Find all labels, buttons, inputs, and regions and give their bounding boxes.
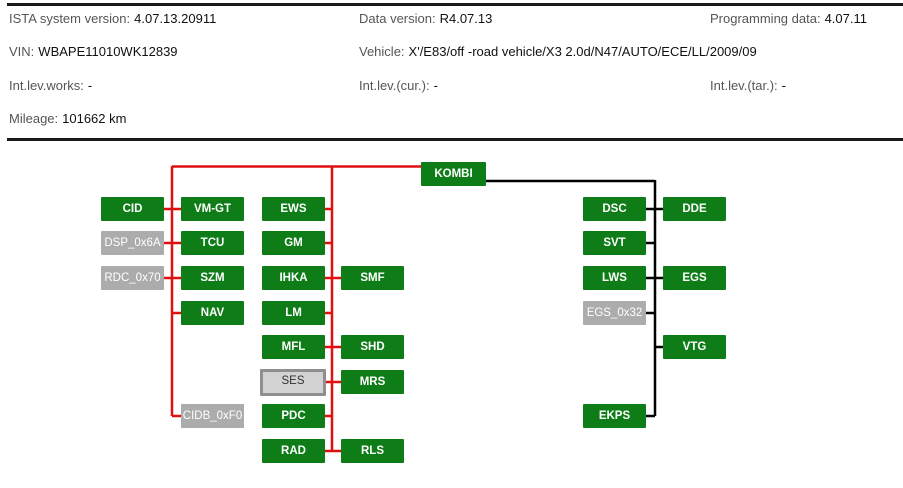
data-version-field: Data version:R4.07.13 [359, 11, 492, 26]
module-gm[interactable]: GM [262, 231, 325, 255]
int-lev-works-label: Int.lev.works: [9, 78, 84, 93]
module-ihka[interactable]: IHKA [262, 266, 325, 290]
module-cidb-0xf0[interactable]: CIDB_0xF0 [181, 404, 244, 428]
module-ses-selected[interactable]: SES [260, 369, 326, 396]
int-lev-works-field: Int.lev.works:- [9, 78, 92, 93]
module-pdc[interactable]: PDC [262, 404, 325, 428]
module-rad[interactable]: RAD [262, 439, 325, 463]
programming-data-field: Programming data:4.07.11 [710, 11, 867, 26]
ista-version-field: ISTA system version:4.07.13.20911 [9, 11, 216, 26]
module-shd[interactable]: SHD [341, 335, 404, 359]
module-mrs[interactable]: MRS [341, 370, 404, 394]
vin-value: WBAPE11010WK12839 [38, 44, 178, 59]
module-egs[interactable]: EGS [663, 266, 726, 290]
module-rdc-0x70[interactable]: RDC_0x70 [101, 266, 164, 290]
mileage-label: Mileage: [9, 111, 59, 126]
module-vm-gt[interactable]: VM-GT [181, 197, 244, 221]
vin-field: VIN:WBAPE11010WK12839 [9, 44, 178, 59]
vin-label: VIN: [9, 44, 35, 59]
module-lm[interactable]: LM [262, 301, 325, 325]
vehicle-value: X'/E83/off -road vehicle/X3 2.0d/N47/AUT… [408, 44, 757, 59]
module-tcu[interactable]: TCU [181, 231, 244, 255]
int-lev-tar-field: Int.lev.(tar.):- [710, 78, 786, 93]
module-nav[interactable]: NAV [181, 301, 244, 325]
int-lev-works-value: - [87, 78, 93, 93]
vehicle-field: Vehicle:X'/E83/off -road vehicle/X3 2.0d… [359, 44, 757, 59]
module-cid[interactable]: CID [101, 197, 164, 221]
int-lev-tar-value: - [781, 78, 787, 93]
mileage-field: Mileage:101662 km [9, 111, 126, 126]
module-egs-0x32[interactable]: EGS_0x32 [583, 301, 646, 325]
header-top-rule [7, 3, 903, 6]
module-ekps[interactable]: EKPS [583, 404, 646, 428]
int-lev-tar-label: Int.lev.(tar.): [710, 78, 778, 93]
header-bottom-rule [7, 138, 903, 141]
int-lev-cur-value: - [433, 78, 438, 93]
module-mfl[interactable]: MFL [262, 335, 325, 359]
module-vtg[interactable]: VTG [663, 335, 726, 359]
ista-version-value: 4.07.13.20911 [134, 11, 217, 26]
int-lev-cur-field: Int.lev.(cur.):- [359, 78, 438, 93]
module-lws[interactable]: LWS [583, 266, 646, 290]
programming-data-value: 4.07.11 [824, 11, 867, 26]
data-version-value: R4.07.13 [439, 11, 493, 26]
module-kombi[interactable]: KOMBI [421, 162, 486, 186]
module-dde[interactable]: DDE [663, 197, 726, 221]
black-bus-lines [485, 179, 663, 418]
module-dsp-0x6a[interactable]: DSP_0x6A [101, 231, 164, 255]
module-svt[interactable]: SVT [583, 231, 646, 255]
vehicle-label: Vehicle: [359, 44, 405, 59]
module-rls[interactable]: RLS [341, 439, 404, 463]
ista-version-label: ISTA system version: [9, 11, 131, 26]
int-lev-cur-label: Int.lev.(cur.): [359, 78, 430, 93]
module-ews[interactable]: EWS [262, 197, 325, 221]
module-szm[interactable]: SZM [181, 266, 244, 290]
module-smf[interactable]: SMF [341, 266, 404, 290]
data-version-label: Data version: [359, 11, 436, 26]
programming-data-label: Programming data: [710, 11, 821, 26]
red-bus-lines [164, 165, 421, 453]
mileage-value: 101662 km [62, 111, 127, 126]
module-dsc[interactable]: DSC [583, 197, 646, 221]
